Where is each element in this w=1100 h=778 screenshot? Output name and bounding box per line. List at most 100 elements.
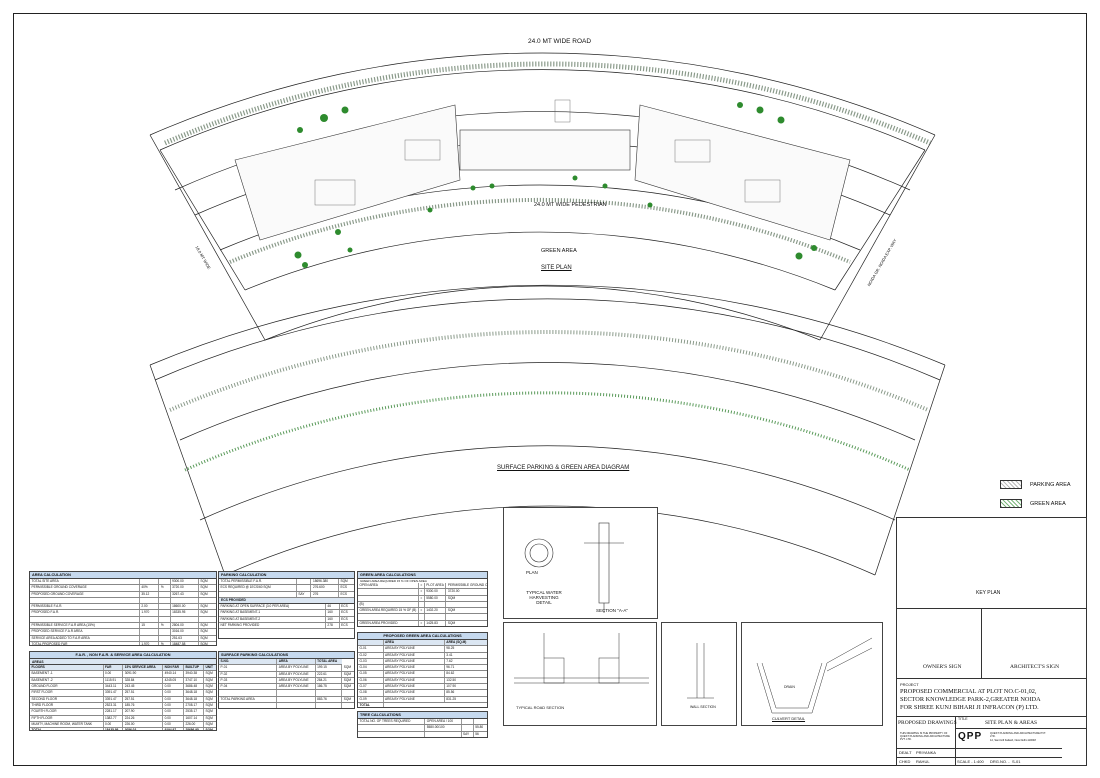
scale: SCALE - 1:400 [957, 759, 984, 764]
proposed-drawings: PROPOSED DRAWINGS [898, 720, 957, 726]
table-cell: 3391.47 [103, 696, 124, 703]
table-cell [30, 597, 140, 605]
water-harvesting-detail: PLAN TYPICAL WATER HARVESTING DETAIL SEC… [503, 507, 658, 619]
pedestrian-label: 24.0 MT WIDE PEDESTRIAN [534, 202, 607, 208]
table-cell: GROUND FLOOR [30, 683, 104, 691]
table-cell: 224.26 [122, 715, 164, 722]
table-cell: SQM [203, 708, 216, 716]
table-cell: ECS [339, 622, 354, 630]
table-cell: 15 [139, 622, 160, 630]
table-cell: 257.51 [122, 689, 164, 697]
table-cell: 2281.17 [103, 708, 124, 716]
table-cell [445, 601, 487, 609]
table-cell: ECS [339, 616, 354, 623]
table-cell: 0.00 [103, 721, 124, 729]
table-cell: 160 [325, 616, 340, 623]
table-cell: G-05 [358, 670, 384, 678]
table-cell: 226.00 [122, 721, 164, 729]
table-cell [139, 579, 160, 586]
table-cell: SQM [198, 622, 216, 630]
table-cell: 3016.00 [170, 628, 199, 636]
table-cell: SQM [203, 715, 216, 722]
table-cell: AREA BY POLYLINE [383, 677, 445, 685]
culvert-detail: DRAIN CULVERT DETAIL [741, 622, 883, 726]
table-cell: PARKING AT OPEN SURFACE (3.0 PER AREA) [219, 604, 326, 611]
table-cell [158, 635, 171, 642]
table-cell: TOTAL [358, 702, 384, 707]
table-cell: SQM [203, 670, 216, 678]
drawing-number: S-01 [1012, 759, 1021, 764]
table-cell: P-04 [219, 683, 278, 691]
table-cell: = [418, 595, 425, 602]
green-area-label: GREEN AREA [541, 248, 577, 254]
table-cell: 1.970 [139, 609, 160, 617]
table-cell: 3720.00 [170, 584, 199, 592]
owner-sign: OWNER'S SIGN [923, 664, 962, 670]
table-cell: 3720.00 [445, 588, 487, 596]
table-cell [139, 635, 160, 642]
table-cell [170, 597, 199, 605]
table-cell: SQM [338, 579, 354, 586]
table-cell: FOURTH FLOOR [30, 708, 104, 716]
table-cell: 2535.17 [183, 708, 205, 716]
table-cell [276, 689, 316, 697]
table-row: PARKING AT OPEN SURFACE (3.0 PER AREA)46… [219, 604, 354, 611]
table-cell: 18435.95 [103, 727, 124, 730]
table-cell: P-02 [219, 671, 278, 678]
table-cell: 35.12 [139, 591, 160, 598]
table-row [219, 689, 354, 697]
column-header: FAR [103, 665, 124, 672]
table-cell: PERMISSIBLE SERVICE F.A.R AREA (15%) [30, 622, 140, 630]
legend-item-green: GREEN AREA [1000, 499, 1071, 508]
table-cell: THIRD FLOOR [30, 702, 104, 710]
legend-item-parking: PARKING AREA [1000, 480, 1071, 489]
table-cell: PLOT AREA [424, 583, 447, 590]
road-section-sketch [514, 633, 649, 684]
table-cell: AREA BY POLYLINE [383, 658, 445, 666]
table-cell: 96.71 [444, 664, 487, 672]
table-cell [219, 689, 278, 697]
table-cell: ECS [339, 609, 354, 617]
table-cell: TOTAL PERMISSIBLE F.A.R. [219, 579, 297, 586]
table-cell [276, 702, 316, 708]
table-cell: 2804.00 [170, 622, 199, 630]
table-cell: 107.90 [444, 683, 487, 691]
table-cell: G-01 [358, 645, 384, 653]
table-cell: 3056.03 [122, 727, 164, 730]
table-cell [315, 689, 343, 697]
table-cell: PERMISSIBLE GROUND COVERAGE [445, 583, 487, 590]
table-cell: 278 [325, 622, 340, 630]
table-cell: G-06 [358, 677, 384, 685]
harvest-sketch [524, 522, 624, 613]
table-cell: P-01 [219, 664, 278, 672]
table-cell: P-03 [219, 677, 278, 685]
table-cell: PARKING AT BASEMENT-1 [219, 609, 326, 617]
table-cell [198, 597, 216, 605]
culvert-sketch [756, 637, 873, 714]
table-cell: FIRST FLOOR [30, 689, 104, 697]
table-cell: = [418, 583, 425, 590]
table-cell: TOTAL NO. OF TREES PROPOSED [358, 737, 425, 738]
table-cell: 3091.90 [122, 670, 164, 678]
table-cell: 1402.20 [424, 607, 447, 615]
road-top-label: 24.0 MT WIDE ROAD [528, 38, 592, 45]
legend: PARKING AREA GREEN AREA [1000, 480, 1071, 508]
table-cell: 28686.95 [183, 727, 205, 730]
table-cell: 3940.38 [183, 670, 205, 678]
table-cell: TOTAL [30, 727, 104, 730]
